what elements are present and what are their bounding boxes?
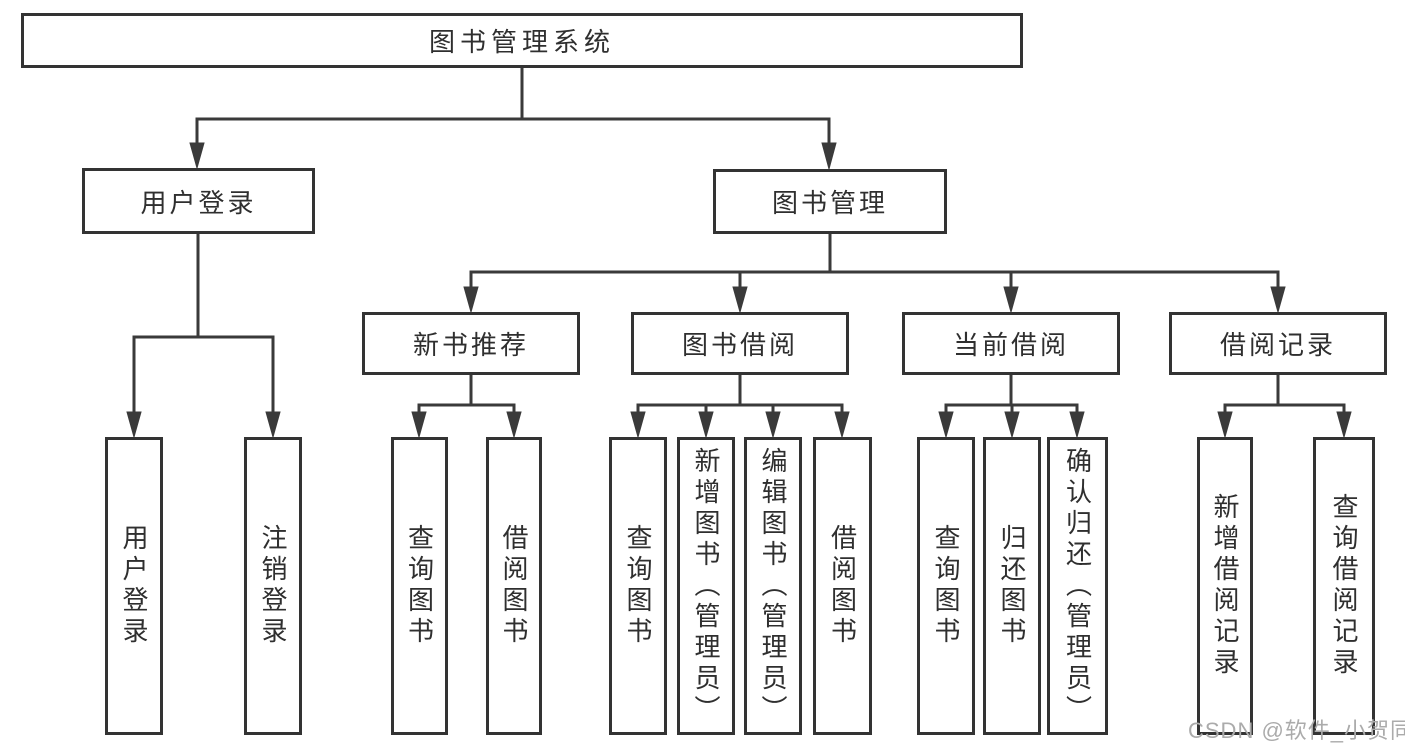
leaf-add-borrow-record: 新增借阅记录 (1197, 437, 1253, 735)
leaf-label: 确认归还（管理员） (1062, 446, 1093, 726)
connector-book-management-branch (463, 234, 1286, 314)
node-label: 用户登录 (140, 187, 257, 218)
node-new-book-recommend: 新书推荐 (362, 312, 580, 375)
leaf-label: 查询图书 (931, 524, 961, 648)
leaf-return-books: 归还图书 (983, 437, 1041, 735)
leaf-label: 查询借阅记录 (1329, 493, 1359, 679)
leaf-query-books-borrow: 查询图书 (609, 437, 667, 735)
node-label: 图书管理系统 (428, 27, 615, 57)
leaf-logout: 注销登录 (244, 437, 302, 735)
leaf-label: 用户登录 (119, 524, 149, 648)
node-label: 图书借阅 (681, 330, 798, 360)
leaf-edit-books-admin: 编辑图书（管理员） (744, 437, 802, 735)
node-label: 新书推荐 (412, 330, 529, 360)
leaf-query-books-current: 查询图书 (917, 437, 975, 735)
leaf-borrow-books-recommend: 借阅图书 (486, 437, 542, 735)
leaf-label: 归还图书 (997, 524, 1027, 648)
leaf-label: 编辑图书（管理员） (758, 446, 788, 726)
leaf-add-books-admin: 新增图书（管理员） (677, 437, 735, 735)
node-label: 当前借阅 (952, 330, 1069, 360)
leaf-query-borrow-record: 查询借阅记录 (1313, 437, 1375, 735)
node-user-login: 用户登录 (82, 168, 315, 234)
leaf-label: 注销登录 (258, 524, 288, 648)
leaf-query-books-recommend: 查询图书 (391, 437, 448, 735)
csdn-watermark: CSDN @软件_小贺同学 (1188, 718, 1405, 743)
node-library-management-system: 图书管理系统 (21, 13, 1023, 68)
node-book-management: 图书管理 (713, 169, 947, 234)
node-current-borrow: 当前借阅 (902, 312, 1120, 375)
connector-user-login-branch (126, 233, 281, 439)
leaf-borrow-books: 借阅图书 (813, 437, 872, 735)
leaf-label: 新增借阅记录 (1210, 493, 1240, 679)
leaf-label: 查询图书 (404, 524, 435, 648)
leaf-confirm-return-admin: 确认归还（管理员） (1047, 437, 1108, 735)
leaf-label: 借阅图书 (499, 524, 529, 648)
leaf-label: 借阅图书 (827, 524, 858, 648)
connector-borrow-records-branch (1217, 375, 1352, 439)
connector-root-to-level2 (189, 68, 837, 171)
leaf-user-login: 用户登录 (105, 437, 163, 735)
connector-current-borrow-branch (938, 375, 1085, 439)
leaf-label: 新增图书（管理员） (691, 446, 721, 726)
node-label: 图书管理 (771, 188, 888, 218)
connector-new-book-branch (411, 375, 522, 439)
node-label: 借阅记录 (1219, 330, 1336, 360)
node-book-borrow: 图书借阅 (631, 312, 849, 375)
node-borrow-records: 借阅记录 (1169, 312, 1387, 375)
leaf-label: 查询图书 (623, 524, 653, 648)
connector-book-borrow-branch (630, 375, 850, 439)
